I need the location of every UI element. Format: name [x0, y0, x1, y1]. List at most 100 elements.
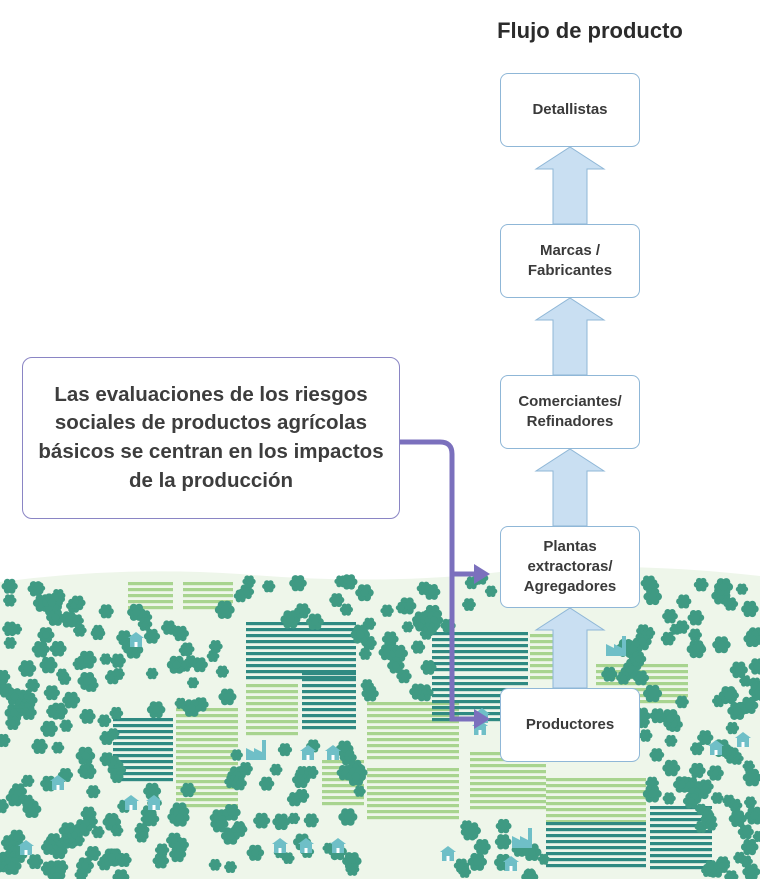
tree-core	[81, 768, 88, 775]
tree-core	[36, 585, 42, 591]
tree-core	[343, 813, 352, 822]
tree-core	[362, 651, 368, 657]
field-row	[246, 664, 356, 668]
tree-core	[418, 622, 424, 629]
tree-core	[251, 849, 260, 857]
field-row	[367, 804, 459, 808]
tree-core	[742, 828, 750, 836]
tree-core	[340, 744, 349, 753]
field-row	[432, 662, 528, 666]
tree-core	[0, 673, 6, 680]
tree-icon	[306, 613, 324, 630]
tree-icon	[79, 708, 96, 724]
tree-core	[356, 630, 365, 639]
tree-core	[76, 627, 83, 634]
tree-icon	[110, 824, 124, 837]
field-row	[113, 724, 173, 728]
field-row	[113, 730, 173, 734]
tree-icon	[56, 668, 69, 680]
tree-core	[114, 774, 120, 780]
house-door	[129, 805, 133, 810]
tree-icon	[231, 821, 248, 837]
house-roof	[440, 846, 456, 852]
tree-icon	[0, 798, 9, 814]
tree-core	[756, 833, 760, 840]
tree-core	[219, 668, 226, 675]
tree-core	[125, 644, 131, 650]
field-row	[432, 700, 528, 704]
tree-icon	[42, 593, 62, 612]
tree-core	[668, 738, 674, 744]
tree-core	[149, 670, 155, 677]
tree-core	[172, 660, 181, 669]
tree-icon	[361, 685, 379, 702]
tree-core	[747, 799, 754, 805]
field-row	[367, 708, 459, 712]
tree-core	[679, 699, 685, 705]
house-icon	[18, 840, 34, 855]
tree-icon	[98, 604, 114, 619]
field-row	[113, 754, 173, 758]
tree-core	[620, 674, 627, 682]
field-row	[546, 802, 646, 806]
tree-icon	[334, 575, 348, 588]
tree-core	[605, 670, 613, 678]
tree-core	[0, 802, 5, 810]
factory-icon	[512, 828, 532, 848]
tree-core	[114, 657, 122, 665]
house-roof	[735, 732, 751, 738]
field-row	[322, 784, 364, 788]
tree-core	[9, 719, 17, 727]
tree-icon	[97, 714, 112, 728]
tree-core	[653, 751, 660, 759]
tree-core	[294, 579, 302, 587]
house-icon	[708, 740, 724, 755]
field-row	[176, 762, 238, 766]
tree-icon	[224, 861, 237, 873]
field-row	[432, 706, 528, 710]
tree-core	[746, 605, 754, 613]
tree-icon	[649, 708, 666, 724]
tree-core	[386, 635, 394, 643]
tree-core	[107, 853, 116, 862]
tree-icon	[77, 764, 92, 778]
tree-icon	[5, 688, 24, 706]
tree-icon	[184, 655, 198, 667]
tree-icon	[170, 808, 190, 827]
house-door	[509, 866, 513, 871]
field-row	[367, 702, 459, 706]
tree-icon	[25, 678, 40, 693]
factory-body	[512, 828, 532, 848]
tree-icon	[697, 779, 714, 794]
field-row	[302, 702, 356, 706]
tree-icon	[690, 742, 705, 756]
tree-icon	[84, 846, 101, 861]
tree-icon	[729, 661, 748, 679]
field-row	[367, 756, 459, 760]
house-icon	[146, 795, 162, 810]
field-row	[128, 600, 173, 604]
tree-core	[210, 653, 216, 659]
field-row	[470, 794, 546, 798]
tree-core	[648, 689, 657, 698]
diagram-title: Flujo de producto	[497, 18, 683, 43]
tree-core	[258, 817, 266, 825]
tree-core	[365, 639, 373, 647]
tree-icon	[191, 657, 208, 673]
tree-icon	[601, 666, 618, 682]
tree-core	[45, 843, 53, 851]
connector-arrowhead-icon	[474, 709, 490, 729]
house-roof	[123, 795, 139, 801]
tree-core	[394, 649, 403, 658]
house-door	[24, 850, 28, 855]
field-row	[246, 708, 298, 712]
tree-icon	[2, 857, 22, 875]
field-row	[650, 836, 712, 840]
house-roof	[18, 840, 34, 846]
tree-core	[44, 661, 53, 669]
house-door	[278, 848, 282, 853]
tree-core	[188, 658, 194, 664]
tree-core	[628, 644, 637, 654]
tree-core	[680, 598, 687, 605]
field-row	[246, 714, 298, 718]
